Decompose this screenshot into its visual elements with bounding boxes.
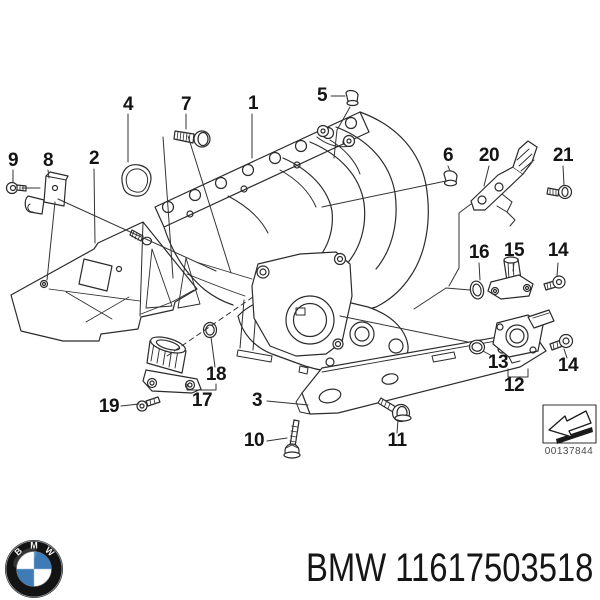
part-callout-6: 6 — [442, 145, 454, 166]
bracket-20 — [470, 140, 538, 227]
stamp-box — [542, 404, 597, 444]
acoustic-cover-panel — [10, 221, 201, 342]
part-callout-12: 12 — [503, 375, 525, 396]
direction-arrow-icon — [548, 410, 593, 444]
cap-nut-5 — [345, 89, 359, 107]
part-callout-7: 7 — [180, 94, 192, 115]
part-callout-11: 11 — [387, 430, 407, 451]
leader-lines — [12, 95, 568, 442]
throttle-body — [251, 251, 353, 357]
screw-19 — [136, 396, 161, 412]
screw-14a — [543, 275, 566, 291]
part-callout-14a: 14 — [547, 240, 569, 261]
part-callout-13: 13 — [487, 352, 509, 373]
o-ring-16 — [469, 280, 485, 300]
bmw-logo-letter-m: M — [30, 541, 38, 551]
sensor-15 — [487, 256, 534, 300]
o-ring-13 — [468, 339, 486, 355]
part-callout-19: 19 — [98, 396, 120, 417]
part-callout-10: 10 — [243, 430, 265, 451]
screw-21 — [546, 184, 573, 200]
part-callout-21: 21 — [552, 145, 574, 166]
bmw-logo: B M W — [5, 540, 63, 598]
part-callout-15: 15 — [503, 240, 525, 261]
part-callout-2: 2 — [88, 148, 100, 169]
footer-number: 11617503518 — [395, 546, 594, 590]
part-callout-16: 16 — [468, 242, 490, 263]
bolt-11 — [377, 397, 412, 423]
profile-gasket — [121, 164, 152, 197]
bmw-logo-letter-b: B — [13, 545, 25, 557]
bolt-10 — [283, 419, 301, 459]
part-callout-17: 17 — [191, 390, 213, 411]
stamp-document-number: 00137844 — [544, 446, 594, 457]
screw-14b — [549, 333, 574, 351]
bracket-8 — [24, 171, 69, 215]
bolt-7 — [173, 130, 211, 148]
part-callout-4: 4 — [122, 94, 134, 115]
cap-nut-6 — [443, 170, 458, 187]
part-callout-18: 18 — [205, 364, 227, 385]
sensor-12 — [492, 309, 555, 364]
part-callout-9: 9 — [7, 150, 19, 171]
o-ring-18 — [202, 321, 218, 339]
part-callout-1: 1 — [247, 93, 259, 114]
part-callout-8: 8 — [42, 150, 54, 171]
idle-control-valve — [142, 336, 202, 394]
part-callout-20: 20 — [478, 145, 500, 166]
footer-brand: BMW — [306, 546, 387, 590]
part-callout-14b: 14 — [557, 355, 579, 376]
part-callout-3: 3 — [251, 390, 263, 411]
part-callout-5: 5 — [316, 85, 328, 106]
